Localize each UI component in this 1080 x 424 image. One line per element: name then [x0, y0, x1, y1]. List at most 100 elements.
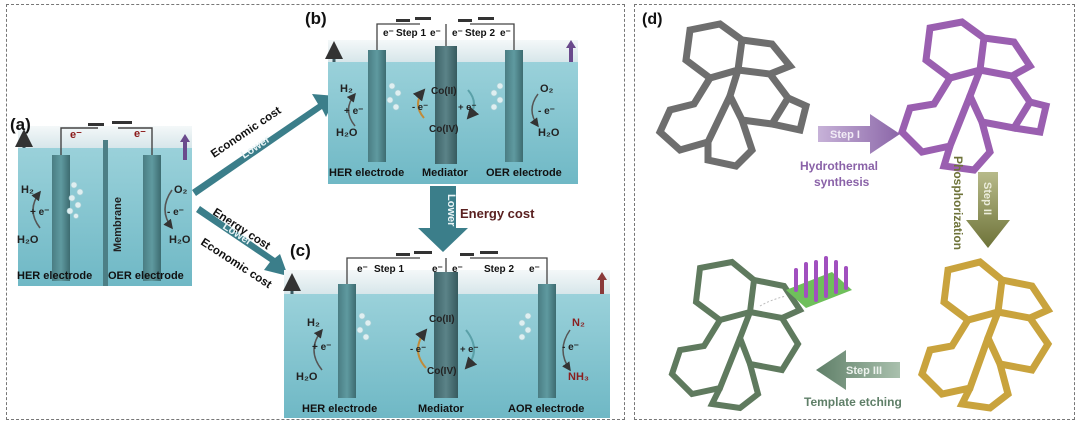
- oer-electrode-b: [505, 50, 523, 162]
- mediator-plus-label-c: + e⁻: [460, 344, 479, 355]
- wire-b-right: [470, 23, 515, 50]
- panel-d-tag: (d): [642, 11, 662, 28]
- mediator-red-arrow-c: [464, 329, 478, 370]
- battery-a-neg: [88, 123, 104, 126]
- panel-c-tag: (c): [290, 241, 311, 260]
- electron-c-mid1: e⁻: [432, 264, 443, 275]
- co4-label-c: Co(IV): [427, 366, 456, 377]
- membrane: [103, 140, 108, 286]
- panel-a: (a) e⁻ e⁻ H₂ + e⁻ H₂O O₂ - e⁻ H₂O Membra…: [10, 115, 192, 286]
- h2o-label-c: H₂O: [296, 371, 318, 383]
- plus-e-label-b: + e⁻: [344, 106, 363, 117]
- minus-e-label-a: - e⁻: [167, 207, 184, 218]
- electron-a-left: e⁻: [70, 129, 82, 141]
- electron-b-right: e⁻: [500, 28, 511, 39]
- bubbles-c: [356, 312, 532, 341]
- her-electrode-b: [368, 50, 386, 162]
- h2o-label-b-right: H₂O: [538, 127, 560, 139]
- lower-label-2: Lower: [445, 194, 457, 227]
- batteries-b: [396, 17, 494, 22]
- her-electrode-label-b: HER electrode: [329, 167, 404, 179]
- h2-label-b: H₂: [340, 83, 353, 95]
- electron-b-mid2: e⁻: [452, 28, 463, 39]
- electron-a-right: e⁻: [134, 128, 146, 140]
- energy-cost-label-right: Energy cost: [460, 206, 535, 221]
- panel-a-tag: (a): [10, 115, 31, 134]
- h2o-label-b-left: H₂O: [336, 127, 358, 139]
- oer-reaction-arrow-a: [163, 189, 173, 230]
- o2-label-a: O₂: [174, 184, 188, 196]
- step2-caption: Phosphorization: [951, 156, 965, 250]
- panel-b-tag: (b): [305, 9, 327, 28]
- wire-c-right: [470, 257, 548, 284]
- step2-label-c: Step 2: [484, 264, 514, 275]
- mediator-plus-label-b: + e⁻: [458, 102, 477, 113]
- her-electrode-label-a: HER electrode: [17, 270, 92, 282]
- co2-label-c: Co(II): [429, 314, 455, 325]
- step1-caption-line2: synthesis: [814, 175, 870, 189]
- molecule-green: [668, 258, 805, 412]
- panel-b: (b) e⁻ Step 1 e⁻ e⁻ Step 2 e⁻ H₂ + e⁻ H₂…: [305, 9, 578, 184]
- electron-c-left: e⁻: [357, 264, 368, 275]
- wire-a-left: [60, 127, 98, 155]
- aor-electrode-c: [538, 284, 556, 398]
- oer-electrode-label-b: OER electrode: [486, 167, 562, 179]
- electron-b-left: e⁻: [383, 28, 394, 39]
- n2-label-c: N₂: [572, 317, 585, 329]
- membrane-label: Membrane: [112, 197, 124, 252]
- battery-a-pos: [112, 121, 132, 124]
- molecule-purple: [897, 18, 1051, 174]
- bubbles-b: [386, 82, 504, 111]
- oer-electrode-label-a: OER electrode: [108, 270, 184, 282]
- o2-label-b: O₂: [540, 83, 554, 95]
- her-electrode-a: [52, 155, 70, 281]
- h2-label-a: H₂: [21, 184, 34, 196]
- oer-reaction-arrow-b: [529, 93, 539, 128]
- mediator-label-b: Mediator: [422, 167, 469, 179]
- mediator-electrode-c: [434, 272, 458, 398]
- arrow-a-to-c: [196, 206, 288, 276]
- her-reaction-arrow-c: [313, 328, 323, 371]
- wire-b-left: [376, 23, 420, 50]
- bubbles-a: [66, 181, 84, 219]
- h2o-label-a-right: H₂O: [169, 234, 191, 246]
- step2-arrow: [966, 172, 1010, 248]
- h2-label-c: H₂: [307, 317, 320, 329]
- step1-arrow: [818, 114, 900, 154]
- gas-out-arrowhead-c-right: [597, 272, 607, 280]
- plus-e-label-c: + e⁻: [312, 342, 331, 353]
- mediator-minus-label-c: - e⁻: [410, 344, 426, 355]
- step2-label-b: Step 2: [465, 28, 495, 39]
- co2-label-b: Co(II): [431, 86, 457, 97]
- wire-c-left: [346, 257, 420, 284]
- wire-a-right: [118, 127, 153, 155]
- mediator-red-arrow-b: [466, 89, 480, 120]
- step3-arrow: [816, 350, 900, 390]
- oer-electrode-a: [143, 155, 161, 281]
- minus-e-label-b: - e⁻: [538, 106, 555, 117]
- step3-caption: Template etching: [804, 395, 902, 409]
- plus-e-label-a: + e⁻: [30, 207, 49, 218]
- mediator-label-c: Mediator: [418, 403, 465, 415]
- her-reaction-arrow-a: [31, 190, 41, 229]
- aor-electrode-label-c: AOR electrode: [508, 403, 584, 415]
- molecule-gray: [655, 20, 811, 170]
- electron-b-mid1: e⁻: [430, 28, 441, 39]
- right-panel-frame: [634, 4, 1075, 420]
- panel-c: (c) e⁻ Step 1 e⁻ e⁻ Step 2 e⁻ H₂ + e⁻ H₂…: [283, 241, 610, 418]
- gas-out-arrowhead-b-right: [566, 40, 576, 48]
- her-electrode-label-c: HER electrode: [302, 403, 377, 415]
- mediator-minus-label-b: - e⁻: [412, 102, 428, 113]
- step3-label: Step III: [846, 365, 882, 377]
- step1-caption-line1: Hydrothermal: [800, 159, 878, 173]
- co4-label-b: Co(IV): [429, 124, 458, 135]
- electron-c-right: e⁻: [529, 264, 540, 275]
- mediator-ox-arrow-c: [415, 328, 428, 369]
- gas-out-arrowhead-a-right: [180, 134, 190, 142]
- step1-label-c: Step 1: [374, 264, 404, 275]
- mediator-electrode-b: [435, 46, 457, 164]
- electron-c-mid2: e⁻: [452, 264, 463, 275]
- nh3-label-c: NH₃: [568, 371, 589, 383]
- molecule-gold: [917, 258, 1054, 412]
- mediator-ox-arrow-b: [412, 88, 426, 119]
